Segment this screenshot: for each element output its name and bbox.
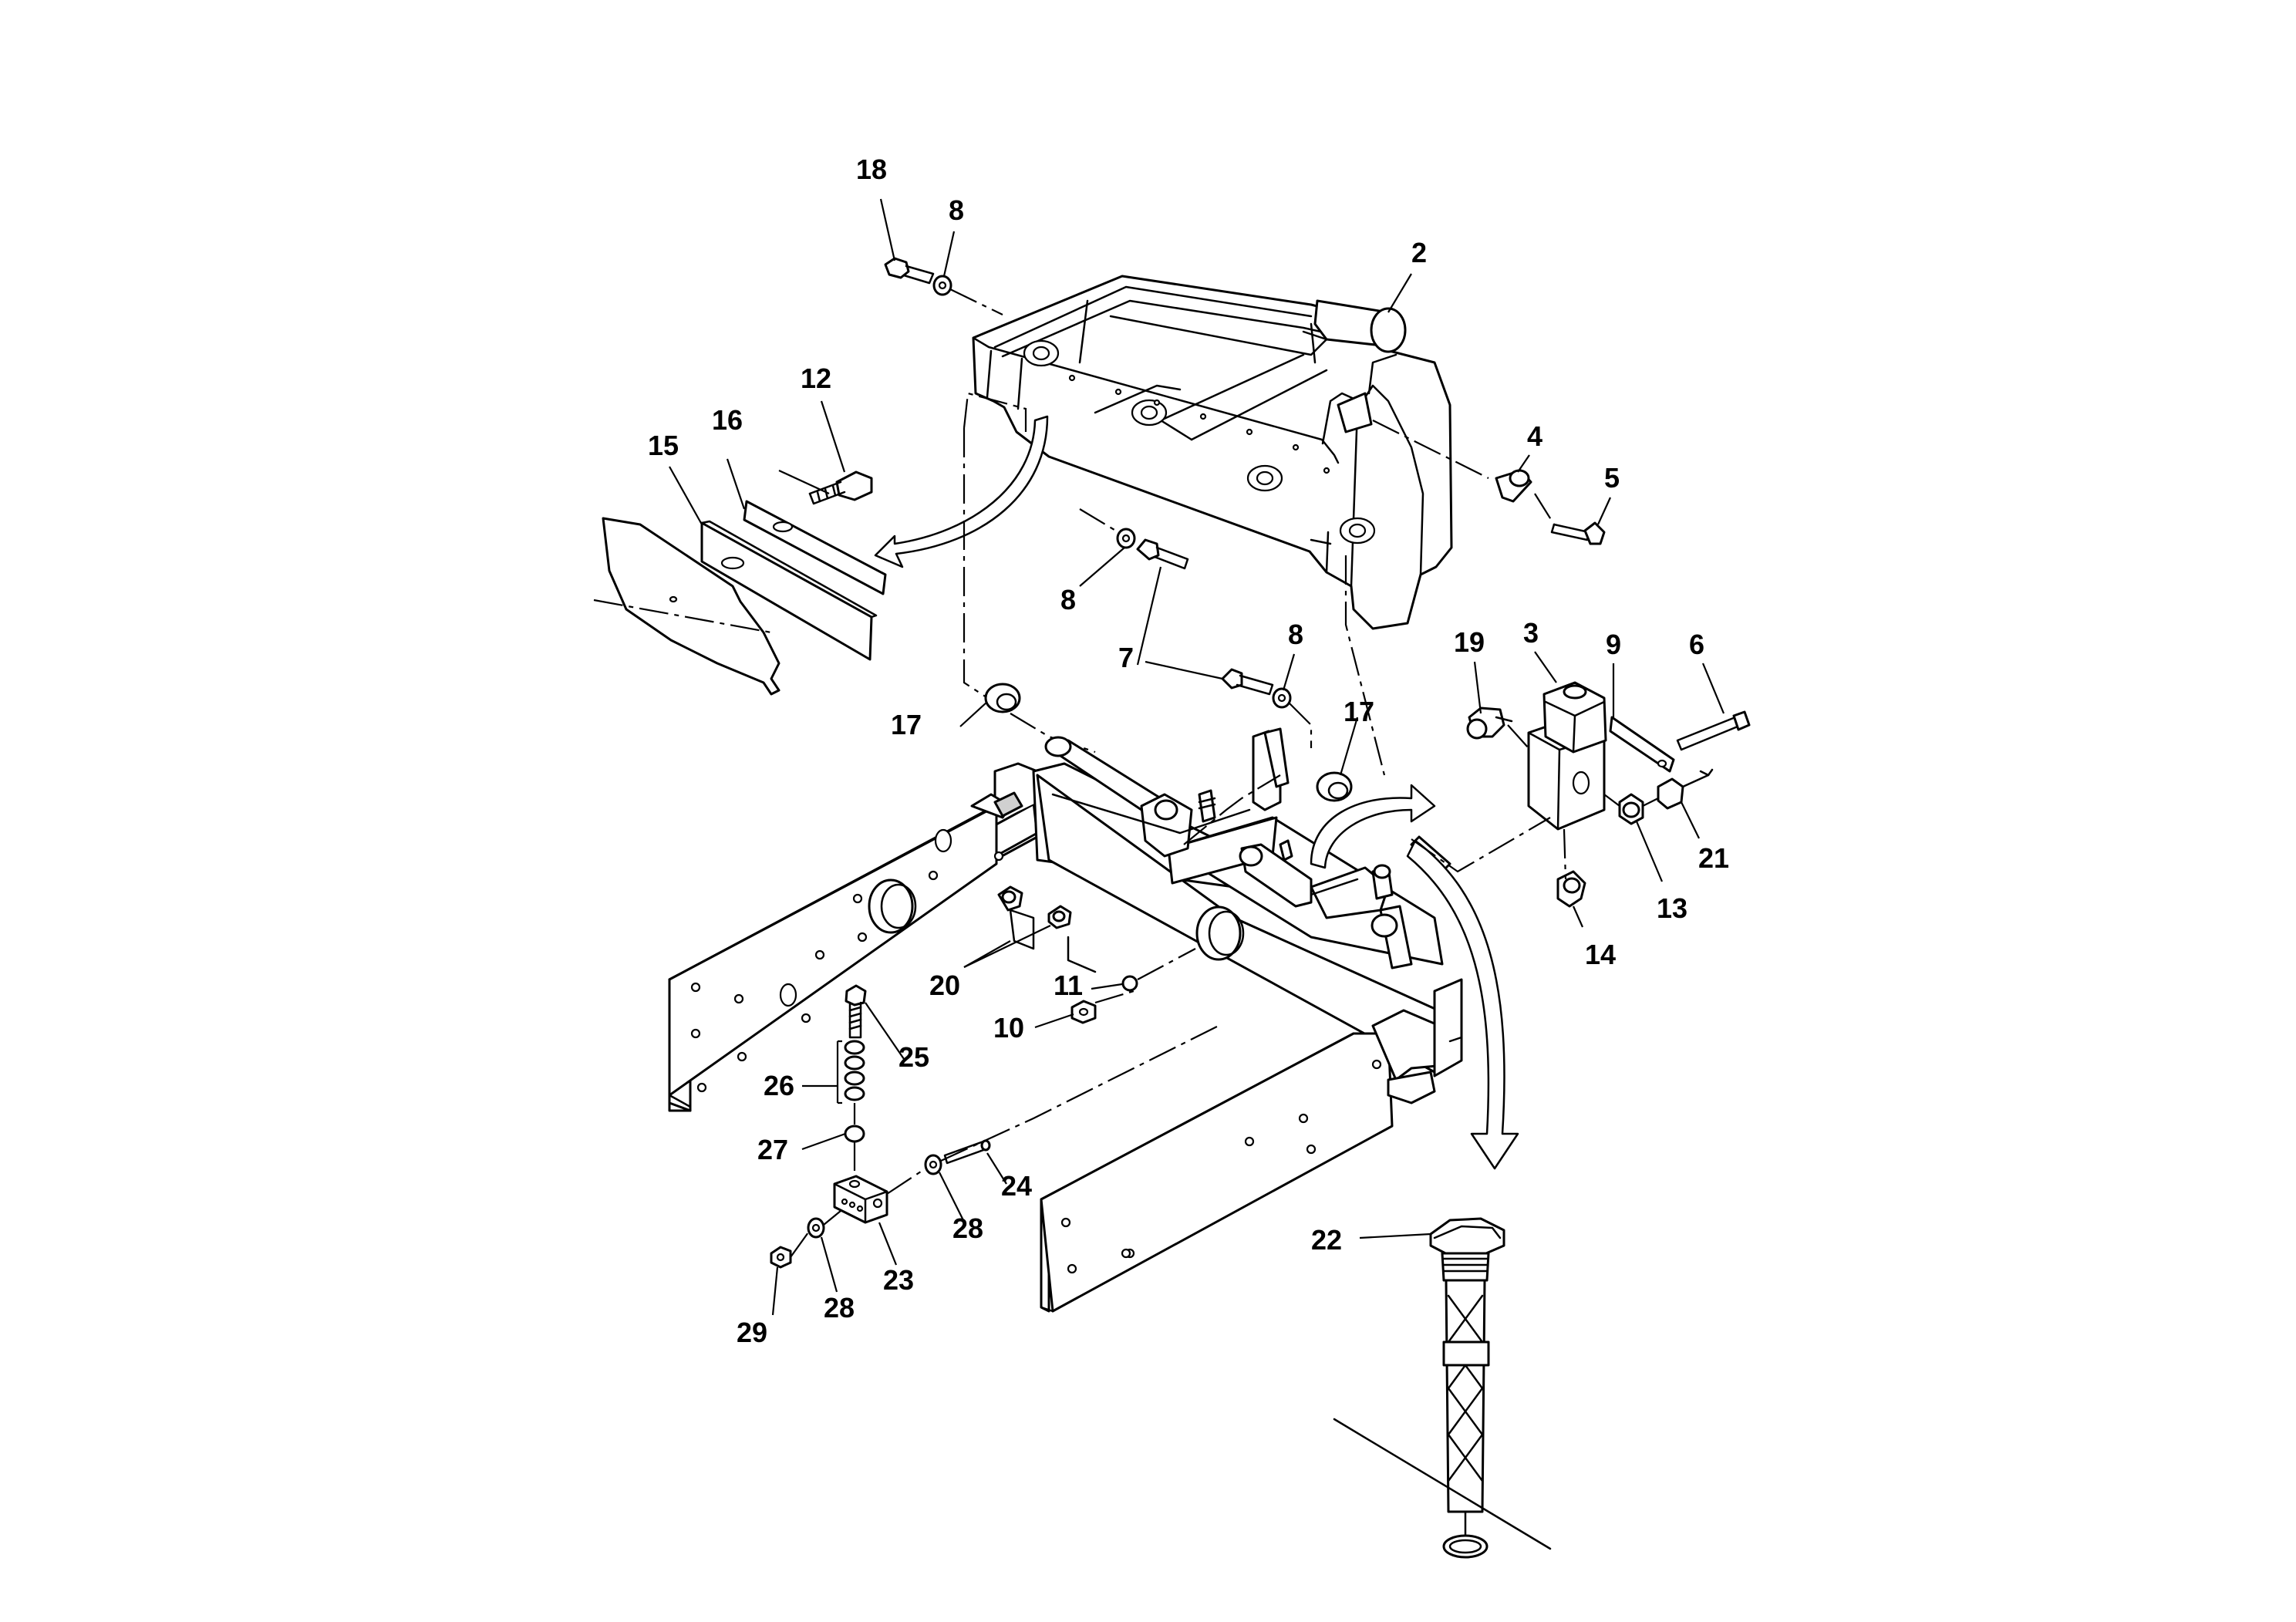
callout-21: 21 xyxy=(1698,842,1729,874)
callout-8-mid: 8 xyxy=(1060,584,1076,615)
washer-part-8-top xyxy=(932,275,952,296)
callout-14: 14 xyxy=(1585,939,1616,970)
callout-18: 18 xyxy=(856,153,887,185)
callout-13: 13 xyxy=(1657,892,1687,924)
bolt-part-5 xyxy=(1550,521,1606,545)
bolt-part-18 xyxy=(884,257,935,285)
callout-28-right: 28 xyxy=(952,1212,983,1244)
washer-part-11 xyxy=(1121,975,1138,992)
bolt-part-12 xyxy=(808,470,873,505)
valve-block-part-3 xyxy=(1527,681,1607,831)
bolt-part-7-upper xyxy=(1136,538,1189,570)
callout-7: 7 xyxy=(1118,642,1134,673)
callout-17-right: 17 xyxy=(1344,696,1374,727)
fitting-part-13 xyxy=(1618,793,1644,825)
bolt-part-6 xyxy=(1676,710,1751,751)
rubber-mount-part-17-left xyxy=(984,683,1021,713)
callout-15: 15 xyxy=(648,430,679,461)
nut-part-29 xyxy=(770,1246,792,1269)
callout-23: 23 xyxy=(883,1264,914,1296)
callout-19: 19 xyxy=(1454,626,1485,658)
dipstick-port xyxy=(1442,1534,1489,1559)
nut-part-10 xyxy=(1070,1000,1097,1024)
callout-11: 11 xyxy=(1054,969,1083,1001)
connector-part-21 xyxy=(1657,768,1714,810)
callout-6: 6 xyxy=(1689,629,1704,660)
callout-28-left: 28 xyxy=(824,1292,855,1324)
callout-29: 29 xyxy=(737,1317,767,1348)
callout-25: 25 xyxy=(899,1041,929,1073)
callout-4: 4 xyxy=(1527,420,1542,452)
callout-17-left: 17 xyxy=(891,709,922,740)
fitting-part-20-a xyxy=(997,885,1035,950)
elbow-part-14 xyxy=(1556,870,1586,908)
clamp-block-part-23 xyxy=(833,1175,888,1224)
bolt-part-25 xyxy=(845,984,867,1039)
strip-part-16 xyxy=(743,500,887,595)
callout-27: 27 xyxy=(757,1134,788,1165)
callout-8-top: 8 xyxy=(949,194,964,226)
callout-3: 3 xyxy=(1523,617,1539,649)
leader-lines xyxy=(669,198,1725,1316)
callout-labels: 18 8 2 12 15 16 4 5 8 7 8 3 19 9 6 17 17… xyxy=(648,153,1729,1348)
callout-9: 9 xyxy=(1606,629,1621,660)
fitting-part-20-b xyxy=(1047,905,1097,973)
callout-16: 16 xyxy=(712,404,743,436)
callout-26: 26 xyxy=(764,1070,794,1101)
rubber-mount-part-17-right xyxy=(1316,771,1353,802)
elbow-fitting-part-19 xyxy=(1466,706,1513,740)
dipstick-part-22 xyxy=(1429,1217,1505,1536)
gasket-part-16 xyxy=(700,520,878,661)
main-chassis-frame xyxy=(668,727,1463,1313)
callout-20: 20 xyxy=(929,969,960,1001)
callout-2: 2 xyxy=(1411,237,1427,268)
sleeve-part-4 xyxy=(1495,469,1532,503)
callout-12: 12 xyxy=(801,363,831,394)
callout-24: 24 xyxy=(1001,1170,1032,1202)
callout-10: 10 xyxy=(993,1012,1024,1044)
callout-22: 22 xyxy=(1311,1224,1342,1256)
upper-frame-part-2 xyxy=(972,275,1453,630)
washer-part-28-left xyxy=(807,1217,825,1239)
callout-8-lower: 8 xyxy=(1288,619,1303,650)
washer-part-8-lower xyxy=(1272,687,1292,709)
callout-5: 5 xyxy=(1604,462,1620,494)
washer-part-8-mid xyxy=(1116,528,1136,549)
plate-part-9 xyxy=(1609,716,1675,773)
pin-part-24 xyxy=(943,1139,991,1165)
washer-part-28-right xyxy=(924,1154,942,1175)
washer-stack-part-26 xyxy=(836,1040,865,1104)
washer-part-27 xyxy=(844,1125,865,1143)
cover-plate-part-15 xyxy=(602,517,781,696)
bolt-part-7-lower xyxy=(1221,668,1274,696)
